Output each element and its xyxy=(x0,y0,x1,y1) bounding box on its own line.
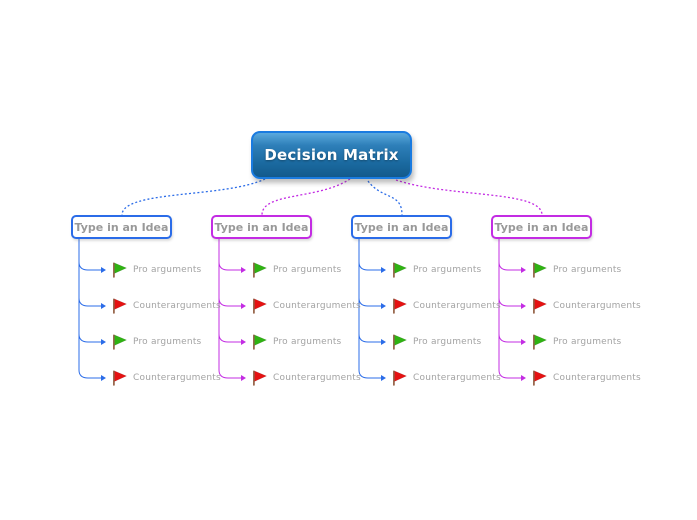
branch-node-1[interactable]: Type in an Idea xyxy=(71,215,172,239)
child-topic-counterarguments[interactable]: Counterarguments xyxy=(530,297,641,315)
red-flag-icon xyxy=(530,369,548,387)
child-topic-label: Pro arguments xyxy=(133,265,202,275)
branch-4-child-3-link xyxy=(498,239,526,345)
branch-node-3[interactable]: Type in an Idea xyxy=(351,215,452,239)
green-flag-icon xyxy=(530,261,548,279)
child-topic-pro-arguments[interactable]: Pro arguments xyxy=(390,261,481,279)
child-topic-counterarguments[interactable]: Counterarguments xyxy=(250,369,361,387)
child-topic-pro-arguments[interactable]: Pro arguments xyxy=(110,333,201,351)
red-flag-icon xyxy=(530,297,548,315)
child-topic-pro-arguments[interactable]: Pro arguments xyxy=(530,333,621,351)
red-flag-icon xyxy=(110,369,128,387)
child-topic-counterarguments[interactable]: Counterarguments xyxy=(110,369,221,387)
child-topic-label: Counterarguments xyxy=(553,373,641,383)
branch-node-2[interactable]: Type in an Idea xyxy=(211,215,312,239)
branch-2-child-2-link xyxy=(218,239,246,309)
branch-node-label: Type in an Idea xyxy=(74,220,169,234)
child-topic-pro-arguments[interactable]: Pro arguments xyxy=(250,333,341,351)
child-topic-counterarguments[interactable]: Counterarguments xyxy=(250,297,361,315)
child-topic-label: Pro arguments xyxy=(273,265,342,275)
branch-1-child-4-link xyxy=(78,239,106,381)
root-to-branch-2-link xyxy=(261,178,351,216)
branch-3-child-3-link xyxy=(358,239,386,345)
root-to-branch-4-link xyxy=(395,179,543,216)
child-topic-pro-arguments[interactable]: Pro arguments xyxy=(530,261,621,279)
child-topic-label: Counterarguments xyxy=(273,301,361,311)
child-topic-label: Pro arguments xyxy=(133,337,202,347)
red-flag-icon xyxy=(390,369,408,387)
red-flag-icon xyxy=(250,369,268,387)
root-to-branch-1-link xyxy=(121,178,266,216)
branch-3-child-1-link xyxy=(358,239,386,273)
root-to-branch-3-link xyxy=(367,180,403,216)
child-topic-label: Pro arguments xyxy=(273,337,342,347)
branch-1-child-2-link xyxy=(78,239,106,309)
branch-node-4[interactable]: Type in an Idea xyxy=(491,215,592,239)
branch-node-label: Type in an Idea xyxy=(214,220,309,234)
child-topic-counterarguments[interactable]: Counterarguments xyxy=(530,369,641,387)
branch-3-child-4-link xyxy=(358,239,386,381)
child-topic-label: Counterarguments xyxy=(553,301,641,311)
green-flag-icon xyxy=(250,333,268,351)
red-flag-icon xyxy=(390,297,408,315)
child-topic-label: Pro arguments xyxy=(553,265,622,275)
child-topic-label: Counterarguments xyxy=(133,373,221,383)
child-topic-pro-arguments[interactable]: Pro arguments xyxy=(110,261,201,279)
red-flag-icon xyxy=(250,297,268,315)
child-topic-label: Counterarguments xyxy=(413,373,501,383)
child-topic-label: Pro arguments xyxy=(413,265,482,275)
green-flag-icon xyxy=(390,333,408,351)
branch-node-label: Type in an Idea xyxy=(354,220,449,234)
root-node[interactable]: Decision Matrix xyxy=(251,131,412,179)
child-topic-label: Counterarguments xyxy=(273,373,361,383)
child-topic-counterarguments[interactable]: Counterarguments xyxy=(390,369,501,387)
red-flag-icon xyxy=(110,297,128,315)
root-node-label: Decision Matrix xyxy=(264,146,399,164)
child-topic-label: Pro arguments xyxy=(553,337,622,347)
child-topic-label: Pro arguments xyxy=(413,337,482,347)
branch-1-child-3-link xyxy=(78,239,106,345)
branch-2-child-3-link xyxy=(218,239,246,345)
green-flag-icon xyxy=(110,261,128,279)
branch-2-child-1-link xyxy=(218,239,246,273)
branch-3-child-2-link xyxy=(358,239,386,309)
green-flag-icon xyxy=(110,333,128,351)
green-flag-icon xyxy=(390,261,408,279)
branch-4-child-2-link xyxy=(498,239,526,309)
branch-4-child-4-link xyxy=(498,239,526,381)
branch-2-child-4-link xyxy=(218,239,246,381)
green-flag-icon xyxy=(250,261,268,279)
child-topic-counterarguments[interactable]: Counterarguments xyxy=(390,297,501,315)
child-topic-counterarguments[interactable]: Counterarguments xyxy=(110,297,221,315)
branch-1-child-1-link xyxy=(78,239,106,273)
child-topic-label: Counterarguments xyxy=(413,301,501,311)
branch-4-child-1-link xyxy=(498,239,526,273)
child-topic-label: Counterarguments xyxy=(133,301,221,311)
child-topic-pro-arguments[interactable]: Pro arguments xyxy=(390,333,481,351)
green-flag-icon xyxy=(530,333,548,351)
child-topic-pro-arguments[interactable]: Pro arguments xyxy=(250,261,341,279)
branch-node-label: Type in an Idea xyxy=(494,220,589,234)
